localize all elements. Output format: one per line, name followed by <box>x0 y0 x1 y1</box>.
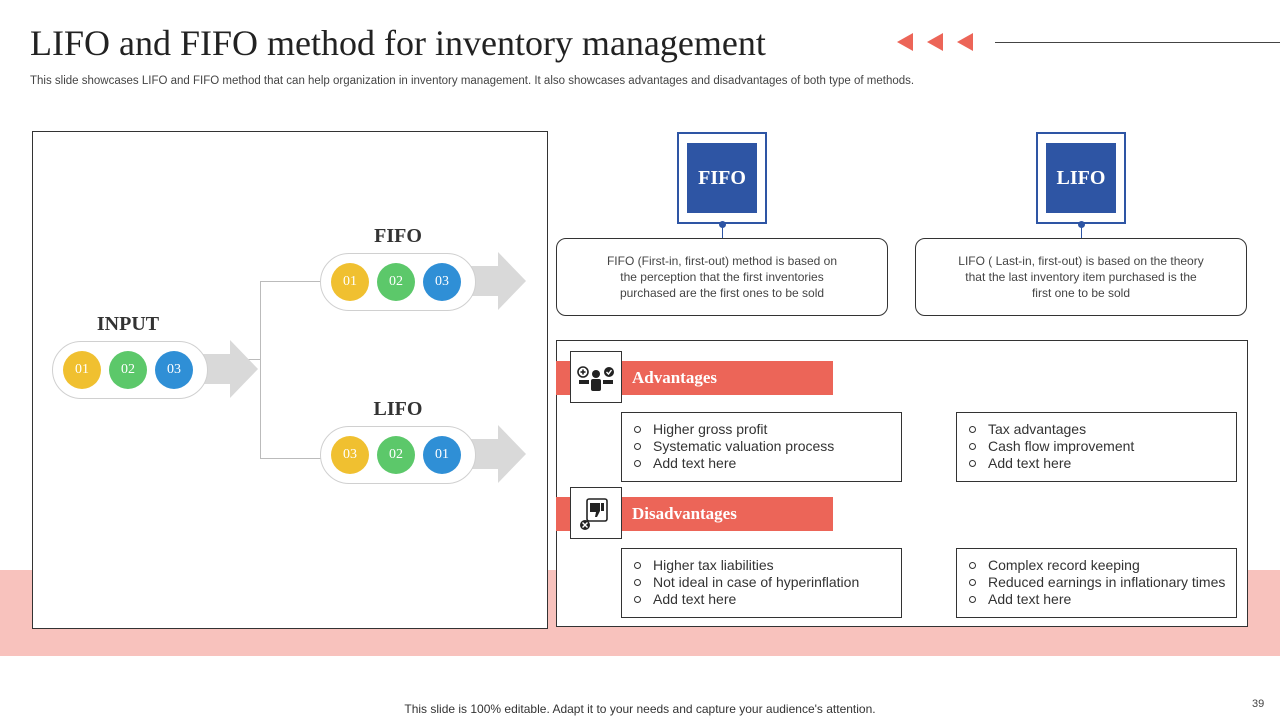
input-step-3: 03 <box>155 351 193 389</box>
disadvantages-icon-box <box>570 487 622 539</box>
fifo-step-3: 03 <box>423 263 461 301</box>
list-item: Add text here <box>969 455 1226 472</box>
list-item: Higher tax liabilities <box>634 557 891 574</box>
input-step-2: 02 <box>109 351 147 389</box>
lifo-description: LIFO ( Last-in, first-out) is based on t… <box>915 238 1247 316</box>
footer-note: This slide is 100% editable. Adapt it to… <box>404 702 876 716</box>
list-item: Add text here <box>634 591 891 608</box>
list-item: Complex record keeping <box>969 557 1226 574</box>
thumbs-down-icon <box>580 498 608 530</box>
advantages-lifo-list: Tax advantages Cash flow improvement Add… <box>956 412 1237 482</box>
list-item: Cash flow improvement <box>969 438 1226 455</box>
fifo-method-box: FIFO <box>677 132 767 224</box>
input-label: INPUT <box>96 313 160 335</box>
lifo-step-3: 01 <box>423 436 461 474</box>
fifo-description: FIFO (First-in, first-out) method is bas… <box>556 238 888 316</box>
scale-plus-icon <box>577 366 614 391</box>
page-title: LIFO and FIFO method for inventory manag… <box>30 23 766 63</box>
fifo-flow-label: FIFO <box>374 225 422 247</box>
connector-lines <box>248 281 330 459</box>
triple-left-arrow-icon <box>897 33 973 51</box>
lifo-flow-label: LIFO <box>373 398 423 420</box>
fifo-connector-dot <box>719 221 726 228</box>
lifo-step-2: 02 <box>377 436 415 474</box>
lifo-method-label: LIFO <box>1046 143 1116 213</box>
disadvantages-lifo-list: Complex record keeping Reduced earnings … <box>956 548 1237 618</box>
disadvantages-title: Disadvantages <box>632 504 737 523</box>
fifo-step-1: 01 <box>331 263 369 301</box>
list-item: Add text here <box>634 455 891 472</box>
advantages-fifo-list: Higher gross profit Systematic valuation… <box>621 412 902 482</box>
disadvantages-fifo-list: Higher tax liabilities Not ideal in case… <box>621 548 902 618</box>
lifo-connector-dot <box>1078 221 1085 228</box>
lifo-method-box: LIFO <box>1036 132 1126 224</box>
list-item: Systematic valuation process <box>634 438 891 455</box>
advantages-title: Advantages <box>632 368 718 387</box>
lifo-step-1: 03 <box>331 436 369 474</box>
fifo-connector-line <box>722 226 723 238</box>
input-pill: 01 02 03 <box>52 341 208 399</box>
list-item: Higher gross profit <box>634 421 891 438</box>
fifo-pill: 01 02 03 <box>320 253 476 311</box>
lifo-pill: 03 02 01 <box>320 426 476 484</box>
fifo-step-2: 02 <box>377 263 415 301</box>
list-item: Add text here <box>969 591 1226 608</box>
fifo-method-label: FIFO <box>687 143 757 213</box>
header-divider <box>995 42 1280 43</box>
lifo-connector-line <box>1081 226 1082 238</box>
list-item: Reduced earnings in inflationary times <box>969 574 1226 591</box>
list-item: Tax advantages <box>969 421 1226 438</box>
input-step-1: 01 <box>63 351 101 389</box>
page-number: 39 <box>1252 698 1265 710</box>
advantages-icon-box <box>570 351 622 403</box>
page-subtitle: This slide showcases LIFO and FIFO metho… <box>30 75 915 87</box>
list-item: Not ideal in case of hyperinflation <box>634 574 891 591</box>
